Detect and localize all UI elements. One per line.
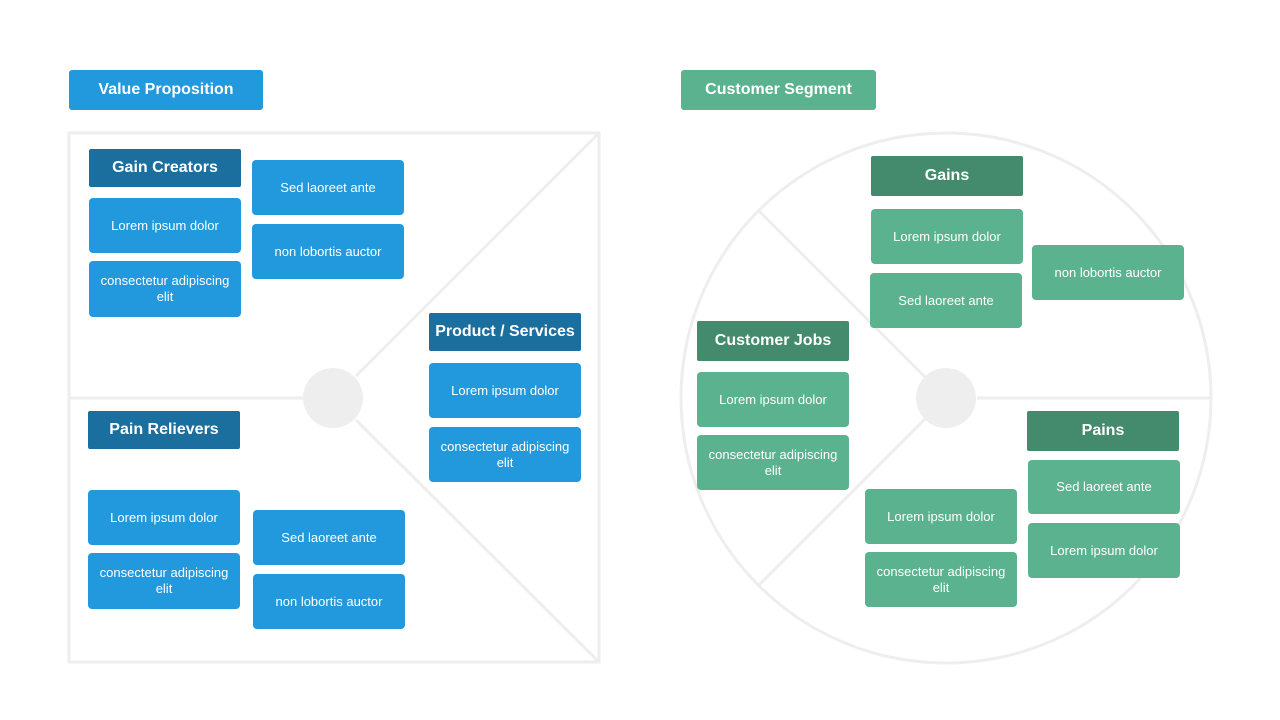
- customer-segment-title: Customer Segment: [681, 70, 876, 110]
- product-service-card: consectetur adipiscing elit: [429, 427, 581, 482]
- pains-heading: Pains: [1027, 411, 1179, 451]
- product-services-heading: Product / Services: [429, 313, 581, 351]
- gain-card: Lorem ipsum dolor: [871, 209, 1023, 264]
- customer-job-card: Lorem ipsum dolor: [697, 372, 849, 427]
- gain-creator-card: Lorem ipsum dolor: [89, 198, 241, 253]
- cs-diagonal-down: [757, 417, 927, 587]
- gain-creator-card: non lobortis auctor: [252, 224, 404, 279]
- pain-reliever-card: non lobortis auctor: [253, 574, 405, 629]
- pain-card: Lorem ipsum dolor: [1028, 523, 1180, 578]
- pain-reliever-card: consectetur adipiscing elit: [88, 553, 240, 609]
- cs-diagonal-up: [757, 209, 927, 379]
- vp-diagonal-down: [354, 418, 601, 664]
- customer-job-card: consectetur adipiscing elit: [697, 435, 849, 490]
- value-proposition-title: Value Proposition: [69, 70, 263, 110]
- product-service-card: Lorem ipsum dolor: [429, 363, 581, 418]
- gain-card: Sed laoreet ante: [870, 273, 1022, 328]
- gains-heading: Gains: [871, 156, 1023, 196]
- pain-card: consectetur adipiscing elit: [865, 552, 1017, 607]
- gain-creator-card: consectetur adipiscing elit: [89, 261, 241, 317]
- gain-card: non lobortis auctor: [1032, 245, 1184, 300]
- pain-relievers-heading: Pain Relievers: [88, 411, 240, 449]
- customer-jobs-heading: Customer Jobs: [697, 321, 849, 361]
- vp-center-dot: [303, 368, 363, 428]
- cs-center-dot: [916, 368, 976, 428]
- gain-creator-card: Sed laoreet ante: [252, 160, 404, 215]
- gain-creators-heading: Gain Creators: [89, 149, 241, 187]
- pain-reliever-card: Sed laoreet ante: [253, 510, 405, 565]
- pain-reliever-card: Lorem ipsum dolor: [88, 490, 240, 545]
- pain-card: Sed laoreet ante: [1028, 460, 1180, 514]
- pain-card: Lorem ipsum dolor: [865, 489, 1017, 544]
- vp-diagonal-up: [354, 131, 601, 378]
